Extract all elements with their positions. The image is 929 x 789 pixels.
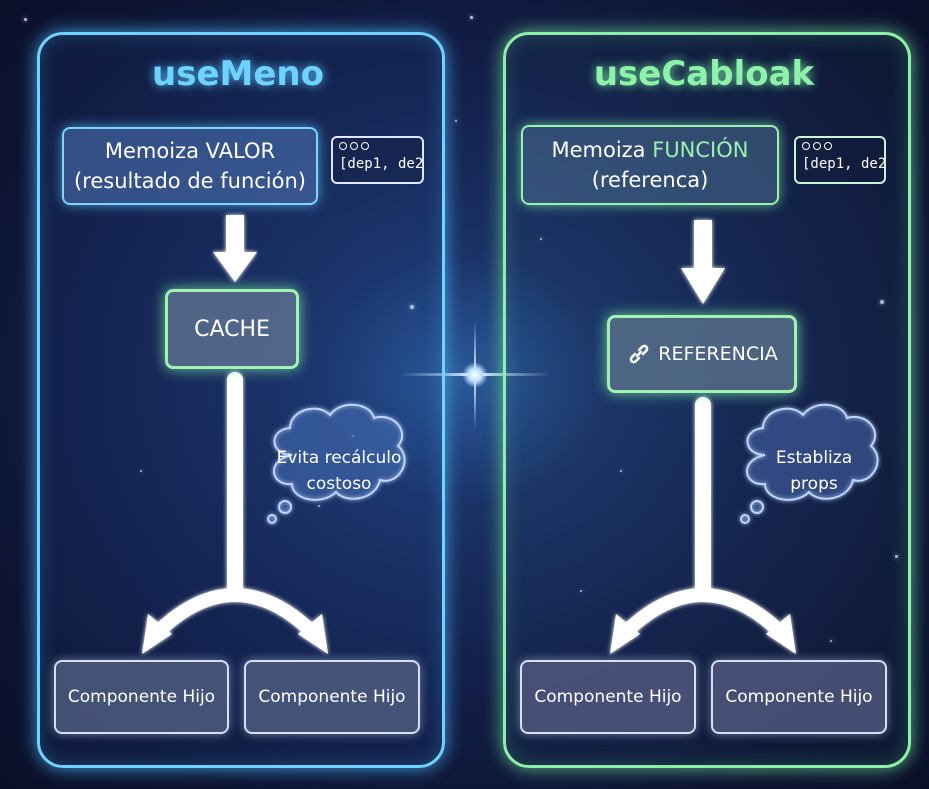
- bubble-text-line1: Evita recálculo: [276, 448, 402, 468]
- child-component-box: Componente Hijo: [520, 660, 696, 734]
- dependency-array-card-left: [dep1, de2: [331, 136, 424, 184]
- memoize-value-box: Memoiza VALOR (resultado de función): [62, 127, 318, 205]
- memoize-value-line1: Memoiza VALOR: [104, 139, 276, 163]
- thought-bubble-left: Evita recálculo costoso: [268, 441, 410, 501]
- referencia-box: REFERENCIA: [607, 315, 797, 393]
- function-keyword: FUNCIÓN: [652, 138, 749, 162]
- usecallback-title: useCabloak: [593, 54, 815, 94]
- branch-arrow-icon: [621, 397, 785, 637]
- dependency-array-card-right: [dep1, de2: [794, 136, 886, 184]
- child-component-box: Componente Hijo: [244, 660, 420, 734]
- child-component-box: Componente Hijo: [711, 660, 887, 734]
- branch-arrow-icon: [153, 372, 317, 637]
- light-flare: [462, 362, 488, 388]
- bubble-text-line1: Establiza: [775, 448, 853, 468]
- bubble-text-line2: costoso: [306, 474, 372, 494]
- window-dots-icon: [802, 142, 878, 150]
- dependency-array-text: [dep1, de2: [802, 156, 887, 172]
- usememo-title: useMeno: [152, 54, 324, 94]
- memoize-function-box: Memoiza FUNCIÓN (referenca): [521, 125, 779, 205]
- referencia-label: REFERENCIA: [658, 343, 778, 365]
- arrowheads: [142, 614, 328, 654]
- thought-cloud-right: [740, 403, 879, 524]
- link-icon: [629, 344, 649, 364]
- memoize-function-line1: Memoiza FUNCIÓN: [551, 138, 749, 162]
- cache-box: CACHE: [165, 289, 299, 369]
- thought-bubble-right: Establiza props: [743, 441, 885, 501]
- window-dots-icon: [339, 142, 416, 150]
- bubble-text-line2: props: [790, 474, 838, 494]
- child-component-box: Componente Hijo: [54, 660, 229, 734]
- arrow-down-icon: [681, 220, 725, 304]
- cache-label: CACHE: [194, 316, 270, 342]
- arrow-down-icon: [213, 215, 257, 282]
- memoize-value-line2: (resultado de función): [74, 169, 306, 193]
- dependency-array-text: [dep1, de2: [339, 156, 424, 172]
- thought-cloud-left: [267, 403, 406, 524]
- memoize-function-line2: (referenca): [591, 168, 709, 192]
- arrowheads: [610, 614, 796, 654]
